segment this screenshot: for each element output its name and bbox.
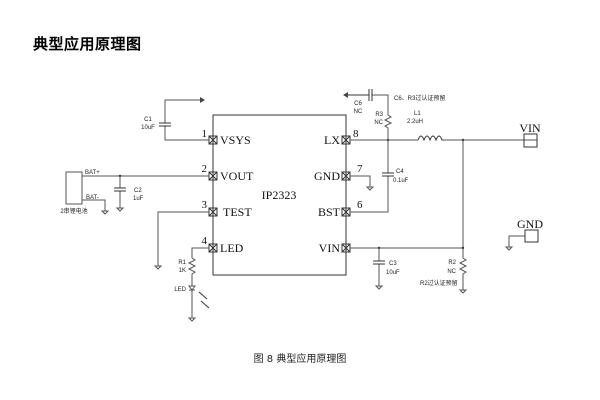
svg-text:R1: R1 (178, 260, 186, 266)
svg-text:3: 3 (202, 199, 208, 211)
svg-text:7: 7 (357, 163, 363, 175)
battery: BAT+ BAT- 2串锂电池 (60, 170, 209, 215)
svg-text:NC: NC (447, 269, 456, 275)
svg-text:NC: NC (374, 120, 383, 126)
svg-text:10uF: 10uF (141, 125, 155, 131)
pin-4: 4 LED (202, 235, 244, 255)
svg-text:C4: C4 (396, 169, 404, 175)
pin-7: 7 GND (314, 163, 363, 183)
vin-net (350, 140, 465, 250)
svg-text:6: 6 (357, 199, 363, 211)
pin-2: 2 VOUT (202, 163, 254, 183)
svg-text:1: 1 (202, 128, 208, 140)
svg-text:LX: LX (324, 133, 340, 147)
r1-resistor: R1 1K (178, 247, 209, 282)
svg-text:NC: NC (354, 109, 363, 115)
svg-text:GND: GND (314, 169, 340, 183)
pin-1: 1 VSYS (202, 128, 251, 147)
svg-text:TEST: TEST (223, 205, 252, 219)
pin-8: 8 LX (324, 128, 359, 147)
gnd-terminal: GND (504, 217, 543, 251)
svg-text:C6: C6 (354, 101, 362, 107)
test-ground (153, 211, 209, 270)
c1-capacitor: C1 10uF (141, 97, 209, 141)
page-title: 典型应用原理图 (33, 35, 142, 53)
svg-text:R2过认证预留: R2过认证预留 (420, 279, 458, 287)
chip-body (212, 114, 347, 276)
svg-text:10uF: 10uF (386, 270, 400, 276)
vin-terminal: VIN (519, 121, 541, 148)
svg-text:8: 8 (353, 128, 359, 140)
svg-text:L1: L1 (414, 111, 421, 117)
svg-text:R3: R3 (375, 112, 383, 118)
svg-text:1uF: 1uF (133, 196, 144, 202)
chip-name: IP2323 (262, 188, 297, 202)
svg-text:2: 2 (202, 163, 208, 175)
svg-text:1K: 1K (179, 268, 186, 274)
pin-3: 3 TEST (202, 199, 253, 219)
svg-text:C2: C2 (134, 188, 142, 194)
svg-text:C3: C3 (389, 261, 397, 267)
c2-capacitor: C2 1uF (114, 176, 144, 212)
c3-capacitor: C3 10uF (373, 248, 400, 290)
svg-text:BAT-: BAT- (86, 195, 99, 201)
led-diode: LED (174, 282, 210, 322)
pin-5: VIN (319, 241, 351, 255)
svg-text:VIN: VIN (319, 241, 341, 255)
svg-text:C6、R3过认证预留: C6、R3过认证预留 (394, 94, 445, 102)
svg-text:R2: R2 (448, 260, 456, 266)
svg-text:2串锂电池: 2串锂电池 (60, 207, 87, 215)
svg-text:0.1uF: 0.1uF (393, 178, 409, 184)
l1-inductor: L1 2.2uH (407, 111, 444, 142)
svg-text:VSYS: VSYS (220, 133, 251, 147)
svg-text:BAT+: BAT+ (85, 170, 100, 176)
figure-caption: 图 8 典型应用原理图 (253, 354, 347, 365)
c4-capacitor: C4 0.1uF (350, 140, 409, 213)
pin-6: 6 BST (318, 199, 363, 219)
svg-text:LED: LED (220, 241, 244, 255)
svg-text:4: 4 (202, 235, 208, 247)
svg-text:LED: LED (174, 287, 186, 293)
svg-text:VIN: VIN (519, 121, 541, 135)
svg-text:VOUT: VOUT (220, 169, 254, 183)
svg-text:BST: BST (318, 205, 341, 219)
r2-resistor: R2 NC R2过认证预留 (420, 248, 468, 294)
svg-text:C1: C1 (144, 117, 152, 123)
c6-capacitor: C6 NC C6、R3过认证预留 (343, 89, 445, 115)
r3-resistor: R3 NC (372, 94, 393, 140)
svg-text:GND: GND (517, 217, 543, 231)
gnd-pin-ground (350, 175, 375, 191)
svg-text:2.2uH: 2.2uH (407, 119, 423, 125)
